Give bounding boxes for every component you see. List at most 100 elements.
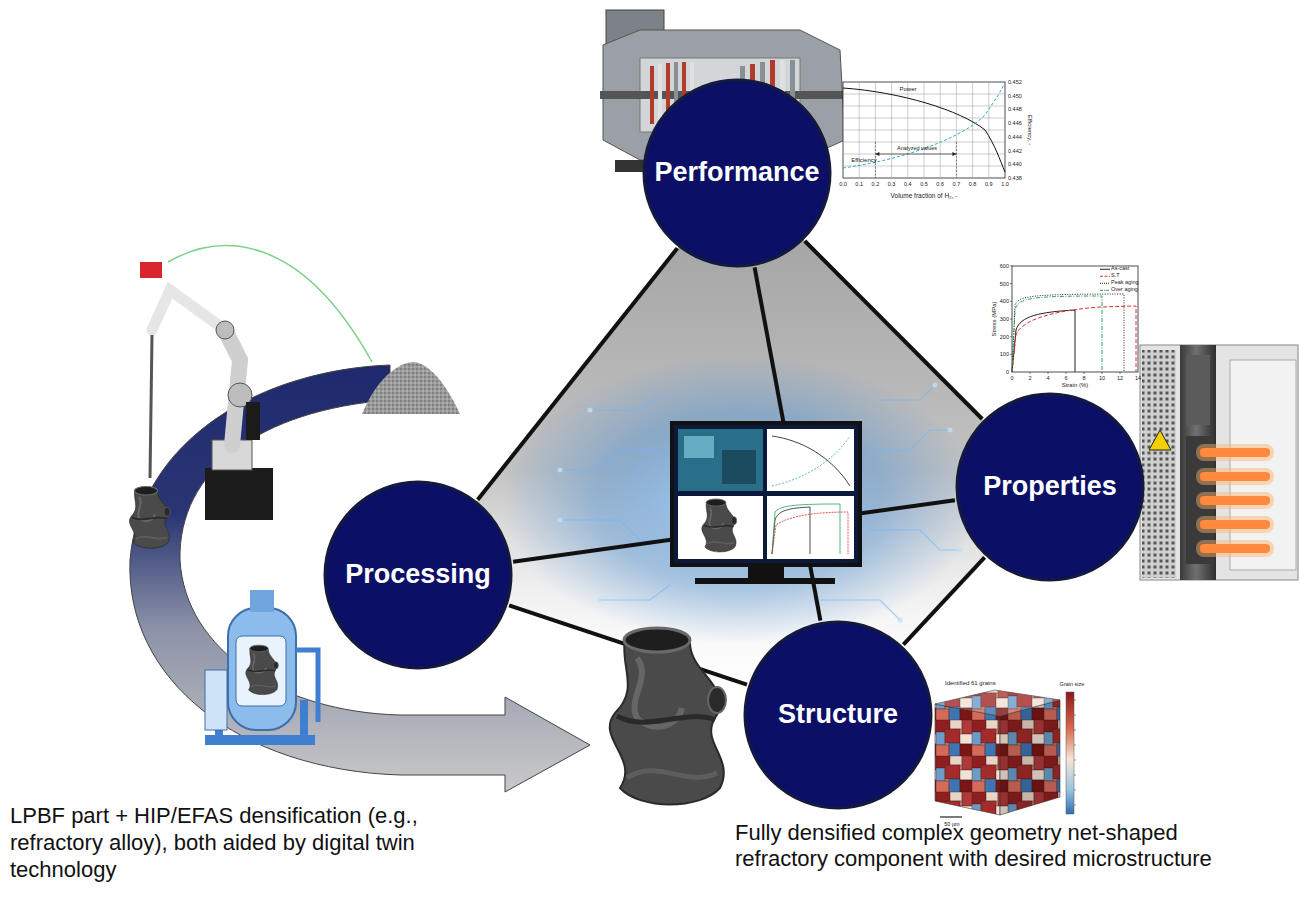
- tensile-furnace-photo: [1196, 516, 1274, 533]
- robot-arm-illustration: [216, 321, 234, 339]
- tick-label: 0.4: [904, 181, 912, 187]
- tick-label: 12: [1117, 374, 1123, 380]
- tick-label: 4: [1046, 374, 1049, 380]
- tensile-curve-chart: [1012, 266, 1138, 372]
- caption-text: LPBF part + HIP/EFAS densification (e.g.…: [10, 803, 490, 883]
- stage-name: Performance: [654, 157, 819, 188]
- tensile-furnace-photo: [1200, 472, 1270, 481]
- gas-turbine-illustration: [615, 160, 645, 172]
- digital-twin-monitor: [772, 507, 810, 554]
- power-efficiency-chart: [875, 152, 956, 156]
- digital-twin-glow: [558, 518, 563, 523]
- axis-title: Stress (MPa): [991, 301, 998, 336]
- tick-label: 600: [1000, 263, 1009, 269]
- robot-arm-illustration: [140, 262, 162, 278]
- tensile-furnace-photo: [1196, 468, 1274, 485]
- tick-label: 14: [1135, 374, 1141, 380]
- tick-label: 1.0: [1001, 181, 1009, 187]
- tick-label: 0.3: [888, 181, 896, 187]
- connector-line: [903, 557, 984, 644]
- digital-twin-glow: [880, 385, 935, 400]
- legend-entry: S.T: [1100, 273, 1120, 279]
- tensile-furnace-photo: [1200, 496, 1270, 505]
- axis-title: Strain (%): [1062, 382, 1089, 389]
- digital-twin-monitor: [722, 450, 756, 484]
- circle-fill: [325, 482, 511, 668]
- legend-line-sample: [1100, 269, 1110, 270]
- tick-label: 0.6: [936, 181, 944, 187]
- tensile-furnace-photo: [1140, 345, 1298, 580]
- tick-label: 400: [1000, 298, 1009, 304]
- stage-circle: Processing: [323, 480, 513, 670]
- digital-twin-glow: [560, 385, 960, 620]
- legend-text: S.T: [1111, 273, 1120, 279]
- connector-line: [478, 248, 678, 500]
- digital-twin-monitor: [672, 423, 860, 565]
- tensile-furnace-photo: [1186, 355, 1210, 425]
- tensile-furnace-photo: [1200, 520, 1270, 529]
- tensile-furnace-photo: [1230, 360, 1296, 570]
- digital-twin-glow: [820, 600, 900, 620]
- digital-twin-glow: [588, 408, 593, 413]
- digital-twin-monitor: [772, 504, 840, 554]
- tensile-furnace-photo: [1196, 444, 1274, 557]
- grain-structure-cube: [1074, 700, 1076, 805]
- tick-label: 0: [1006, 369, 1009, 375]
- tick-label: 500: [1000, 281, 1009, 287]
- grain-structure-cube: [1066, 692, 1074, 814]
- digital-twin-glow: [870, 530, 960, 550]
- tick-label: 0.1: [855, 181, 863, 187]
- connector-line: [805, 241, 982, 419]
- tick-label: 0.442: [1008, 148, 1022, 154]
- curve-label: Efficiency: [851, 157, 877, 164]
- circle-fill: [644, 80, 830, 266]
- digital-twin-monitor: [767, 429, 854, 491]
- tensile-furnace-photo: [1196, 540, 1274, 557]
- stage-circle: Properties: [955, 392, 1145, 582]
- digital-twin-monitor: [772, 436, 850, 486]
- robot-arm-illustration: [168, 246, 372, 362]
- stage-name: Processing: [345, 559, 491, 590]
- digital-twin-glow: [558, 468, 563, 473]
- digital-twin-monitor: [672, 423, 860, 584]
- digital-twin-monitor: [678, 429, 763, 491]
- tick-label: 2: [1028, 374, 1031, 380]
- digital-twin-monitor: [695, 578, 835, 584]
- tensile-furnace-photo: [1200, 544, 1270, 553]
- axis-title: Volume fraction of H₂, -: [891, 192, 958, 199]
- stage-circle: Performance: [642, 78, 832, 268]
- scale-bar-label: 50 µm: [944, 821, 959, 827]
- circle-fill: [745, 622, 931, 808]
- tensile-furnace-photo: [1200, 448, 1270, 457]
- tick-label: 0.452: [1008, 79, 1022, 85]
- digital-twin-glow: [560, 450, 660, 470]
- digital-twin-monitor: [702, 499, 737, 552]
- digital-twin-monitor: [772, 512, 848, 554]
- hip-press-illustration: [300, 700, 308, 740]
- legend-line-sample: [1100, 267, 1110, 271]
- tick-label: 6: [1064, 374, 1067, 380]
- hip-press-illustration: [205, 590, 318, 745]
- legend-line-sample: [1100, 288, 1110, 292]
- tensile-curve-chart: [1010, 266, 1138, 374]
- digital-twin-glow: [870, 430, 950, 450]
- robot-arm-illustration: [150, 335, 152, 478]
- legend-text: As-cast: [1111, 266, 1129, 272]
- grain-structure-cube: [1000, 700, 1060, 815]
- tick-label: 8: [1082, 374, 1085, 380]
- digital-twin-glow: [500, 355, 980, 645]
- hip-press-illustration: [296, 650, 318, 722]
- legend-entry: As-cast: [1100, 266, 1129, 272]
- power-efficiency-chart: [875, 142, 956, 178]
- hip-press-illustration: [246, 645, 279, 694]
- tensile-furnace-photo: [1200, 448, 1270, 553]
- stage-circle: Structure: [743, 620, 933, 810]
- digital-twin-glow: [933, 383, 938, 388]
- tick-label: 10: [1099, 374, 1105, 380]
- stage-name: Properties: [983, 471, 1117, 502]
- robot-arm-illustration: [129, 487, 170, 549]
- tick-label: 0.438: [1008, 175, 1022, 181]
- digital-twin-glow: [898, 618, 903, 623]
- digital-twin-glow: [560, 520, 665, 540]
- printed-part-photo: [610, 628, 726, 805]
